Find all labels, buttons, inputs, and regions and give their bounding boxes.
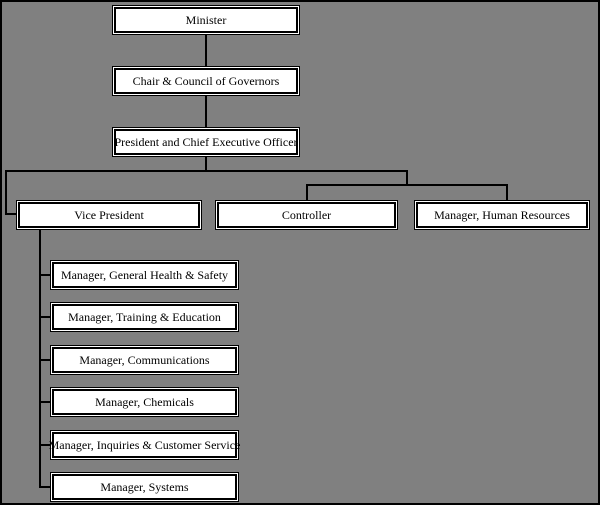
- org-box-manager-3-label: Manager, Communications: [79, 353, 210, 367]
- org-box-chair-label: Chair & Council of Governors: [132, 74, 280, 88]
- org-box-manager-inquiries-customer-service: Manager, Inquiries & Customer Service: [49, 430, 240, 460]
- org-box-chair-inner: Chair & Council of Governors: [114, 68, 298, 94]
- org-box-hr-manager-inner: Manager, Human Resources: [416, 202, 588, 228]
- org-box-controller-inner: Controller: [217, 202, 396, 228]
- connector-president-drop: [205, 157, 207, 172]
- connector-controller-hr-horizontal: [306, 184, 508, 186]
- connector-manager-stub-2: [39, 316, 50, 318]
- org-box-manager-training-education: Manager, Training & Education: [50, 302, 239, 332]
- connector-left-spine: [5, 170, 7, 215]
- connector-minister-chair: [205, 35, 207, 66]
- connector-manager-stub-3: [39, 359, 50, 361]
- connector-chair-president: [205, 96, 207, 127]
- connector-manager-stub-6: [39, 486, 50, 488]
- connector-vice-president-stub: [5, 213, 16, 215]
- org-box-manager-6-label: Manager, Systems: [100, 480, 189, 494]
- org-box-manager-2-inner: Manager, Training & Education: [52, 304, 237, 330]
- org-box-manager-communications: Manager, Communications: [50, 345, 239, 375]
- org-box-manager-5-label: Manager, Inquiries & Customer Service: [48, 438, 241, 452]
- org-box-president: President and Chief Executive Officer: [112, 127, 300, 157]
- org-box-minister-label: Minister: [185, 13, 227, 27]
- connector-manager-stub-4: [39, 401, 50, 403]
- org-box-manager-4-inner: Manager, Chemicals: [52, 389, 237, 415]
- org-box-minister: Minister: [112, 5, 300, 35]
- org-box-vice-president-inner: Vice President: [18, 202, 200, 228]
- connector-right-drop: [406, 170, 408, 186]
- org-box-chair: Chair & Council of Governors: [112, 66, 300, 96]
- org-box-manager-general-health-safety: Manager, General Health & Safety: [50, 260, 239, 290]
- org-box-hr-manager: Manager, Human Resources: [414, 200, 590, 230]
- org-box-manager-1-inner: Manager, General Health & Safety: [52, 262, 237, 288]
- connector-manager-stub-1: [39, 274, 50, 276]
- org-box-manager-1-label: Manager, General Health & Safety: [60, 268, 229, 282]
- org-box-manager-chemicals: Manager, Chemicals: [50, 387, 239, 417]
- org-box-manager-4-label: Manager, Chemicals: [95, 395, 194, 409]
- org-box-hr-manager-label: Manager, Human Resources: [434, 208, 570, 222]
- connector-controller-drop: [306, 184, 308, 200]
- org-box-controller-label: Controller: [281, 208, 332, 222]
- org-box-minister-inner: Minister: [114, 7, 298, 33]
- org-box-controller: Controller: [215, 200, 398, 230]
- org-box-manager-3-inner: Manager, Communications: [52, 347, 237, 373]
- org-box-manager-5-inner: Manager, Inquiries & Customer Service: [49, 432, 240, 458]
- org-box-vice-president: Vice President: [16, 200, 202, 230]
- org-box-vice-president-label: Vice President: [74, 208, 144, 222]
- connector-manager-stub-5: [39, 444, 50, 446]
- connector-level2-horizontal: [5, 170, 408, 172]
- org-box-president-label: President and Chief Executive Officer: [114, 135, 298, 149]
- connector-hr-drop: [506, 184, 508, 200]
- org-box-manager-systems: Manager, Systems: [50, 472, 239, 502]
- org-box-manager-6-inner: Manager, Systems: [52, 474, 237, 500]
- org-box-president-inner: President and Chief Executive Officer: [114, 129, 298, 155]
- org-box-manager-2-label: Manager, Training & Education: [68, 310, 221, 324]
